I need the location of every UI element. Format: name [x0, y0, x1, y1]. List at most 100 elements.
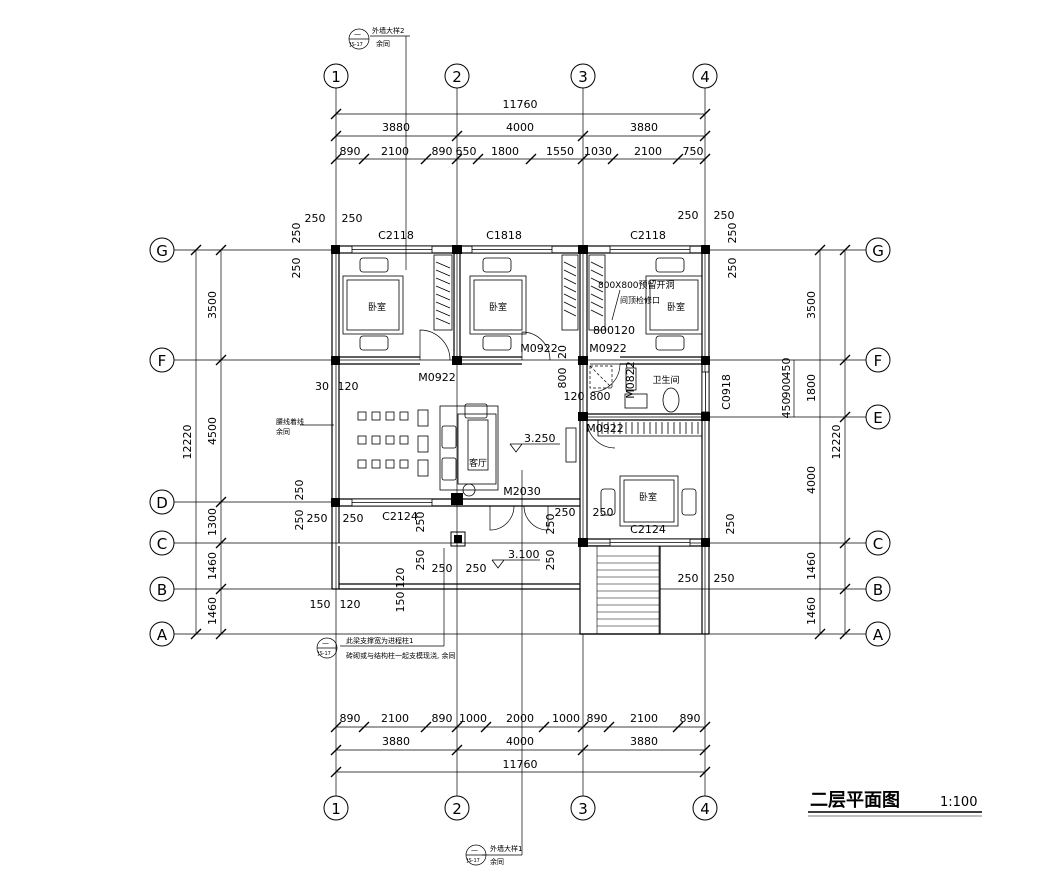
svg-text:150: 150 [394, 592, 407, 613]
drawing-scale: 1:100 [940, 795, 977, 810]
svg-text:250: 250 [678, 209, 699, 222]
axis-label: C [157, 535, 167, 553]
svg-text:腰线着线: 腰线着线 [276, 417, 304, 426]
svg-text:250: 250 [593, 506, 614, 519]
svg-text:—: — [322, 639, 329, 647]
svg-text:砖砌或与结构柱一起支模现浇, 余同: 砖砌或与结构柱一起支模现浇, 余同 [346, 651, 455, 660]
axis-1-bottom [323, 795, 349, 821]
axis-label: C [873, 535, 883, 553]
room-bedroom-1: 卧室 [368, 301, 386, 313]
svg-text:3880: 3880 [382, 735, 410, 748]
svg-text:800: 800 [556, 368, 569, 389]
svg-text:2100: 2100 [634, 145, 662, 158]
svg-text:C2124: C2124 [382, 510, 418, 523]
svg-text:12220: 12220 [830, 425, 843, 460]
svg-text:2100: 2100 [381, 712, 409, 725]
axis-label: 4 [700, 800, 710, 818]
svg-text:余同: 余同 [376, 39, 390, 48]
svg-text:900: 900 [780, 378, 793, 399]
svg-text:M0922: M0922 [418, 371, 456, 384]
svg-text:4000: 4000 [805, 466, 818, 494]
axis-label: B [873, 581, 883, 599]
axis-label: G [156, 242, 168, 260]
svg-text:890: 890 [680, 712, 701, 725]
axis-label: 2 [452, 68, 462, 86]
svg-text:余同: 余同 [276, 427, 290, 436]
svg-text:间顶检修口: 间顶检修口 [620, 295, 660, 305]
svg-text:3500: 3500 [206, 291, 219, 319]
axis-label: A [873, 626, 884, 644]
svg-text:250: 250 [414, 512, 427, 533]
svg-text:650: 650 [456, 145, 477, 158]
axis-3-top [570, 63, 596, 89]
svg-text:2100: 2100 [630, 712, 658, 725]
svg-text:4000: 4000 [506, 121, 534, 134]
svg-text:2000: 2000 [506, 712, 534, 725]
svg-text:890: 890 [340, 712, 361, 725]
svg-text:250: 250 [678, 572, 699, 585]
svg-text:1300: 1300 [206, 508, 219, 536]
axis-2-bottom [444, 795, 470, 821]
axis-label: G [872, 242, 884, 260]
svg-text:C0918: C0918 [720, 374, 733, 410]
svg-text:1460: 1460 [805, 552, 818, 580]
svg-text:M0922: M0922 [520, 342, 558, 355]
svg-text:30: 30 [315, 380, 329, 393]
svg-text:250: 250 [544, 514, 557, 535]
dim-total-bottom: 11760 [503, 758, 538, 771]
axis-label: 4 [700, 68, 710, 86]
axis-3-bottom [570, 795, 596, 821]
svg-text:250: 250 [307, 512, 328, 525]
svg-text:C2118: C2118 [378, 229, 414, 242]
ref-wall-detail-1: 外墙大样1 [490, 844, 522, 853]
svg-text:800120: 800120 [593, 324, 635, 337]
svg-text:JS-17: JS-17 [349, 42, 363, 48]
svg-text:250: 250 [432, 562, 453, 575]
svg-text:1030: 1030 [584, 145, 612, 158]
svg-text:M0922: M0922 [586, 422, 624, 435]
svg-text:余同: 余同 [490, 857, 504, 866]
room-bedroom-3: 卧室 [667, 301, 685, 313]
svg-text:250: 250 [555, 506, 576, 519]
svg-text:2100: 2100 [381, 145, 409, 158]
axis-label: B [157, 581, 167, 599]
svg-text:250: 250 [466, 562, 487, 575]
svg-text:1000: 1000 [459, 712, 487, 725]
svg-text:1550: 1550 [546, 145, 574, 158]
elevation-mark: 3.250 [524, 432, 556, 445]
axis-label: A [157, 626, 168, 644]
axis-label: 2 [452, 800, 462, 818]
room-bedroom-4: 卧室 [639, 491, 657, 503]
svg-text:250: 250 [714, 209, 735, 222]
axis-4-top [692, 63, 718, 89]
svg-text:1460: 1460 [206, 597, 219, 625]
svg-text:250: 250 [290, 223, 303, 244]
svg-text:250: 250 [305, 212, 326, 225]
elevation-mark: 3.100 [508, 548, 540, 561]
svg-text:250: 250 [342, 212, 363, 225]
axis-label: 1 [331, 68, 341, 86]
svg-text:1800: 1800 [491, 145, 519, 158]
room-bath: 卫生间 [652, 374, 679, 386]
svg-text:250: 250 [414, 550, 427, 571]
svg-text:3880: 3880 [382, 121, 410, 134]
svg-text:1000: 1000 [552, 712, 580, 725]
dim-total-top: 11760 [503, 98, 538, 111]
svg-text:1460: 1460 [206, 552, 219, 580]
svg-text:1800: 1800 [805, 374, 818, 402]
axis-label: 3 [578, 68, 588, 86]
svg-text:C2124: C2124 [630, 523, 666, 536]
svg-text:JS-17: JS-17 [317, 651, 331, 657]
svg-text:890: 890 [340, 145, 361, 158]
axis-1-top [323, 63, 349, 89]
svg-text:20: 20 [556, 345, 569, 359]
svg-text:800: 800 [590, 390, 611, 403]
svg-text:250: 250 [293, 510, 306, 531]
svg-text:4000: 4000 [506, 735, 534, 748]
svg-text:此梁支撑宽为进程柱1: 此梁支撑宽为进程柱1 [346, 636, 413, 645]
svg-text:250: 250 [290, 258, 303, 279]
svg-text:890: 890 [432, 145, 453, 158]
svg-text:450: 450 [780, 358, 793, 379]
drawing-title: 二层平面图 [810, 790, 900, 811]
room-living: 客厅 [469, 457, 487, 469]
